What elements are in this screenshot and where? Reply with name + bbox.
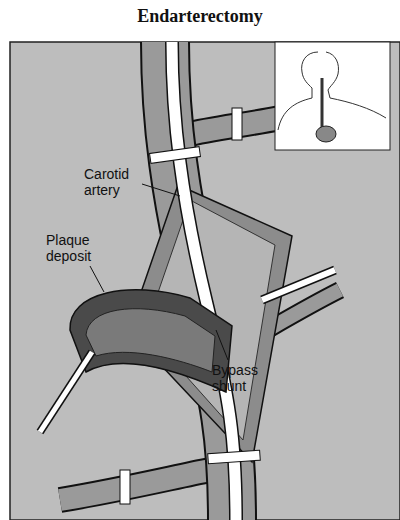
part-label: Bypass shunt (212, 362, 258, 394)
vessel-clamp (232, 108, 242, 140)
retractor (262, 270, 335, 300)
forceps (40, 352, 92, 432)
forceps (40, 352, 92, 432)
leader-line (142, 184, 180, 196)
plaque-inner (86, 309, 215, 372)
bypass-shunt (172, 42, 236, 520)
part-label: Plaque deposit (46, 232, 91, 264)
retractor (262, 270, 335, 300)
bypass-shunt (172, 42, 236, 520)
inset-box (275, 42, 390, 150)
part-label: Carotid artery (84, 166, 129, 198)
artery-branch (60, 470, 210, 500)
background-panel (10, 42, 400, 520)
vessel-clamp (120, 470, 130, 504)
inset-silhouette (278, 52, 386, 130)
vessel-tape (208, 450, 261, 464)
inset-artery (321, 78, 324, 130)
vessel-tape (150, 147, 201, 164)
leader-line (90, 266, 104, 292)
plaque-deposit (70, 290, 232, 392)
artery-branch (60, 470, 210, 500)
inset-heart (316, 126, 336, 142)
leader-line (216, 330, 228, 360)
diagram-title: Endarterectomy (0, 6, 400, 27)
